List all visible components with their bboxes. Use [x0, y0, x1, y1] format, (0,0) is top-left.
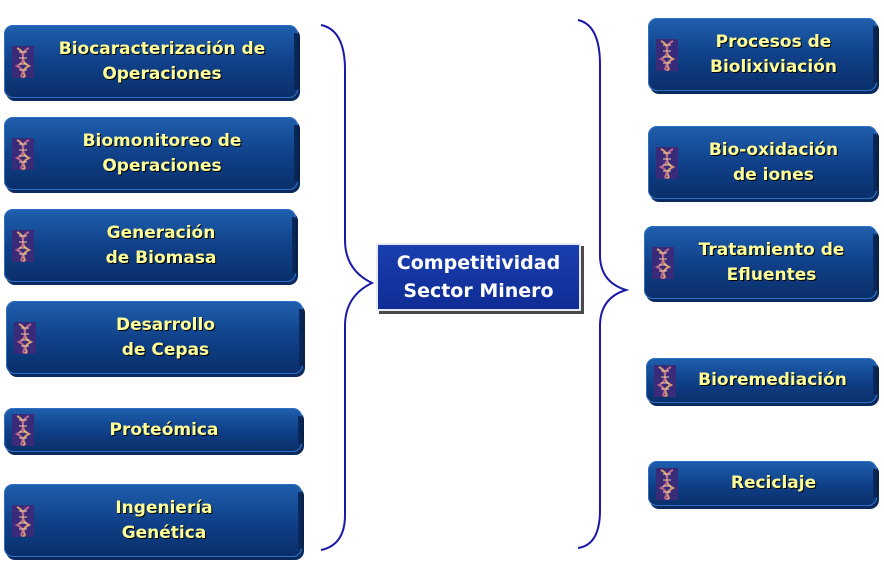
dna-helix-icon [654, 365, 676, 397]
left-box-biomonitoreo: Biomonitoreo de Operaciones [4, 117, 300, 190]
right-box-bioremediacion: Bioremediación [646, 358, 879, 403]
dna-helix-icon [656, 468, 678, 500]
right-box-label: Tratamiento de Efluentes [698, 239, 845, 285]
dna-helix-icon [12, 505, 34, 537]
dna-helix-icon [656, 147, 678, 179]
right-box-reciclaje: Reciclaje [648, 461, 879, 506]
left-box-desarrollo-cepas: Desarrollo de Cepas [6, 301, 305, 374]
left-box-generacion-biomasa: Generación de Biomasa [4, 209, 298, 282]
right-box-bio-oxidacion: Bio-oxidación de iones [648, 126, 879, 199]
right-box-label: Bio-oxidación de iones [708, 139, 839, 185]
left-box-label: Biocaracterización de Operaciones [58, 38, 266, 84]
right-box-label: Bioremediación [698, 370, 847, 390]
dna-helix-icon [12, 46, 34, 78]
left-box-label: Generación de Biomasa [105, 222, 217, 268]
left-box-label: Biomonitoreo de Operaciones [82, 130, 242, 176]
right-box-label: Procesos de Biolixiviación [710, 31, 837, 77]
dna-helix-icon [12, 414, 34, 446]
dna-helix-icon [12, 230, 34, 262]
right-box-label: Reciclaje [730, 473, 817, 493]
left-box-label: Desarrollo de Cepas [115, 314, 215, 360]
center-label: Competitividad Sector Minero [396, 252, 561, 302]
dna-helix-icon [656, 39, 678, 71]
right-box-biolixiviacion: Procesos de Biolixiviación [648, 18, 879, 91]
left-box-biocaracterizacion: Biocaracterización de Operaciones [4, 25, 300, 98]
left-bracket [320, 24, 375, 551]
dna-helix-icon [652, 247, 674, 279]
right-bracket [577, 19, 630, 549]
left-box-ingenieria-genetica: Ingeniería Genética [4, 484, 304, 557]
dna-helix-icon [14, 322, 36, 354]
center-box-competitividad: Competitividad Sector Minero [376, 243, 581, 311]
left-box-label: Proteómica [109, 419, 219, 440]
dna-helix-icon [12, 138, 34, 170]
left-box-proteomica: Proteómica [4, 408, 304, 452]
right-box-tratamiento-efluentes: Tratamiento de Efluentes [644, 226, 879, 299]
left-box-label: Ingeniería Genética [115, 497, 213, 543]
